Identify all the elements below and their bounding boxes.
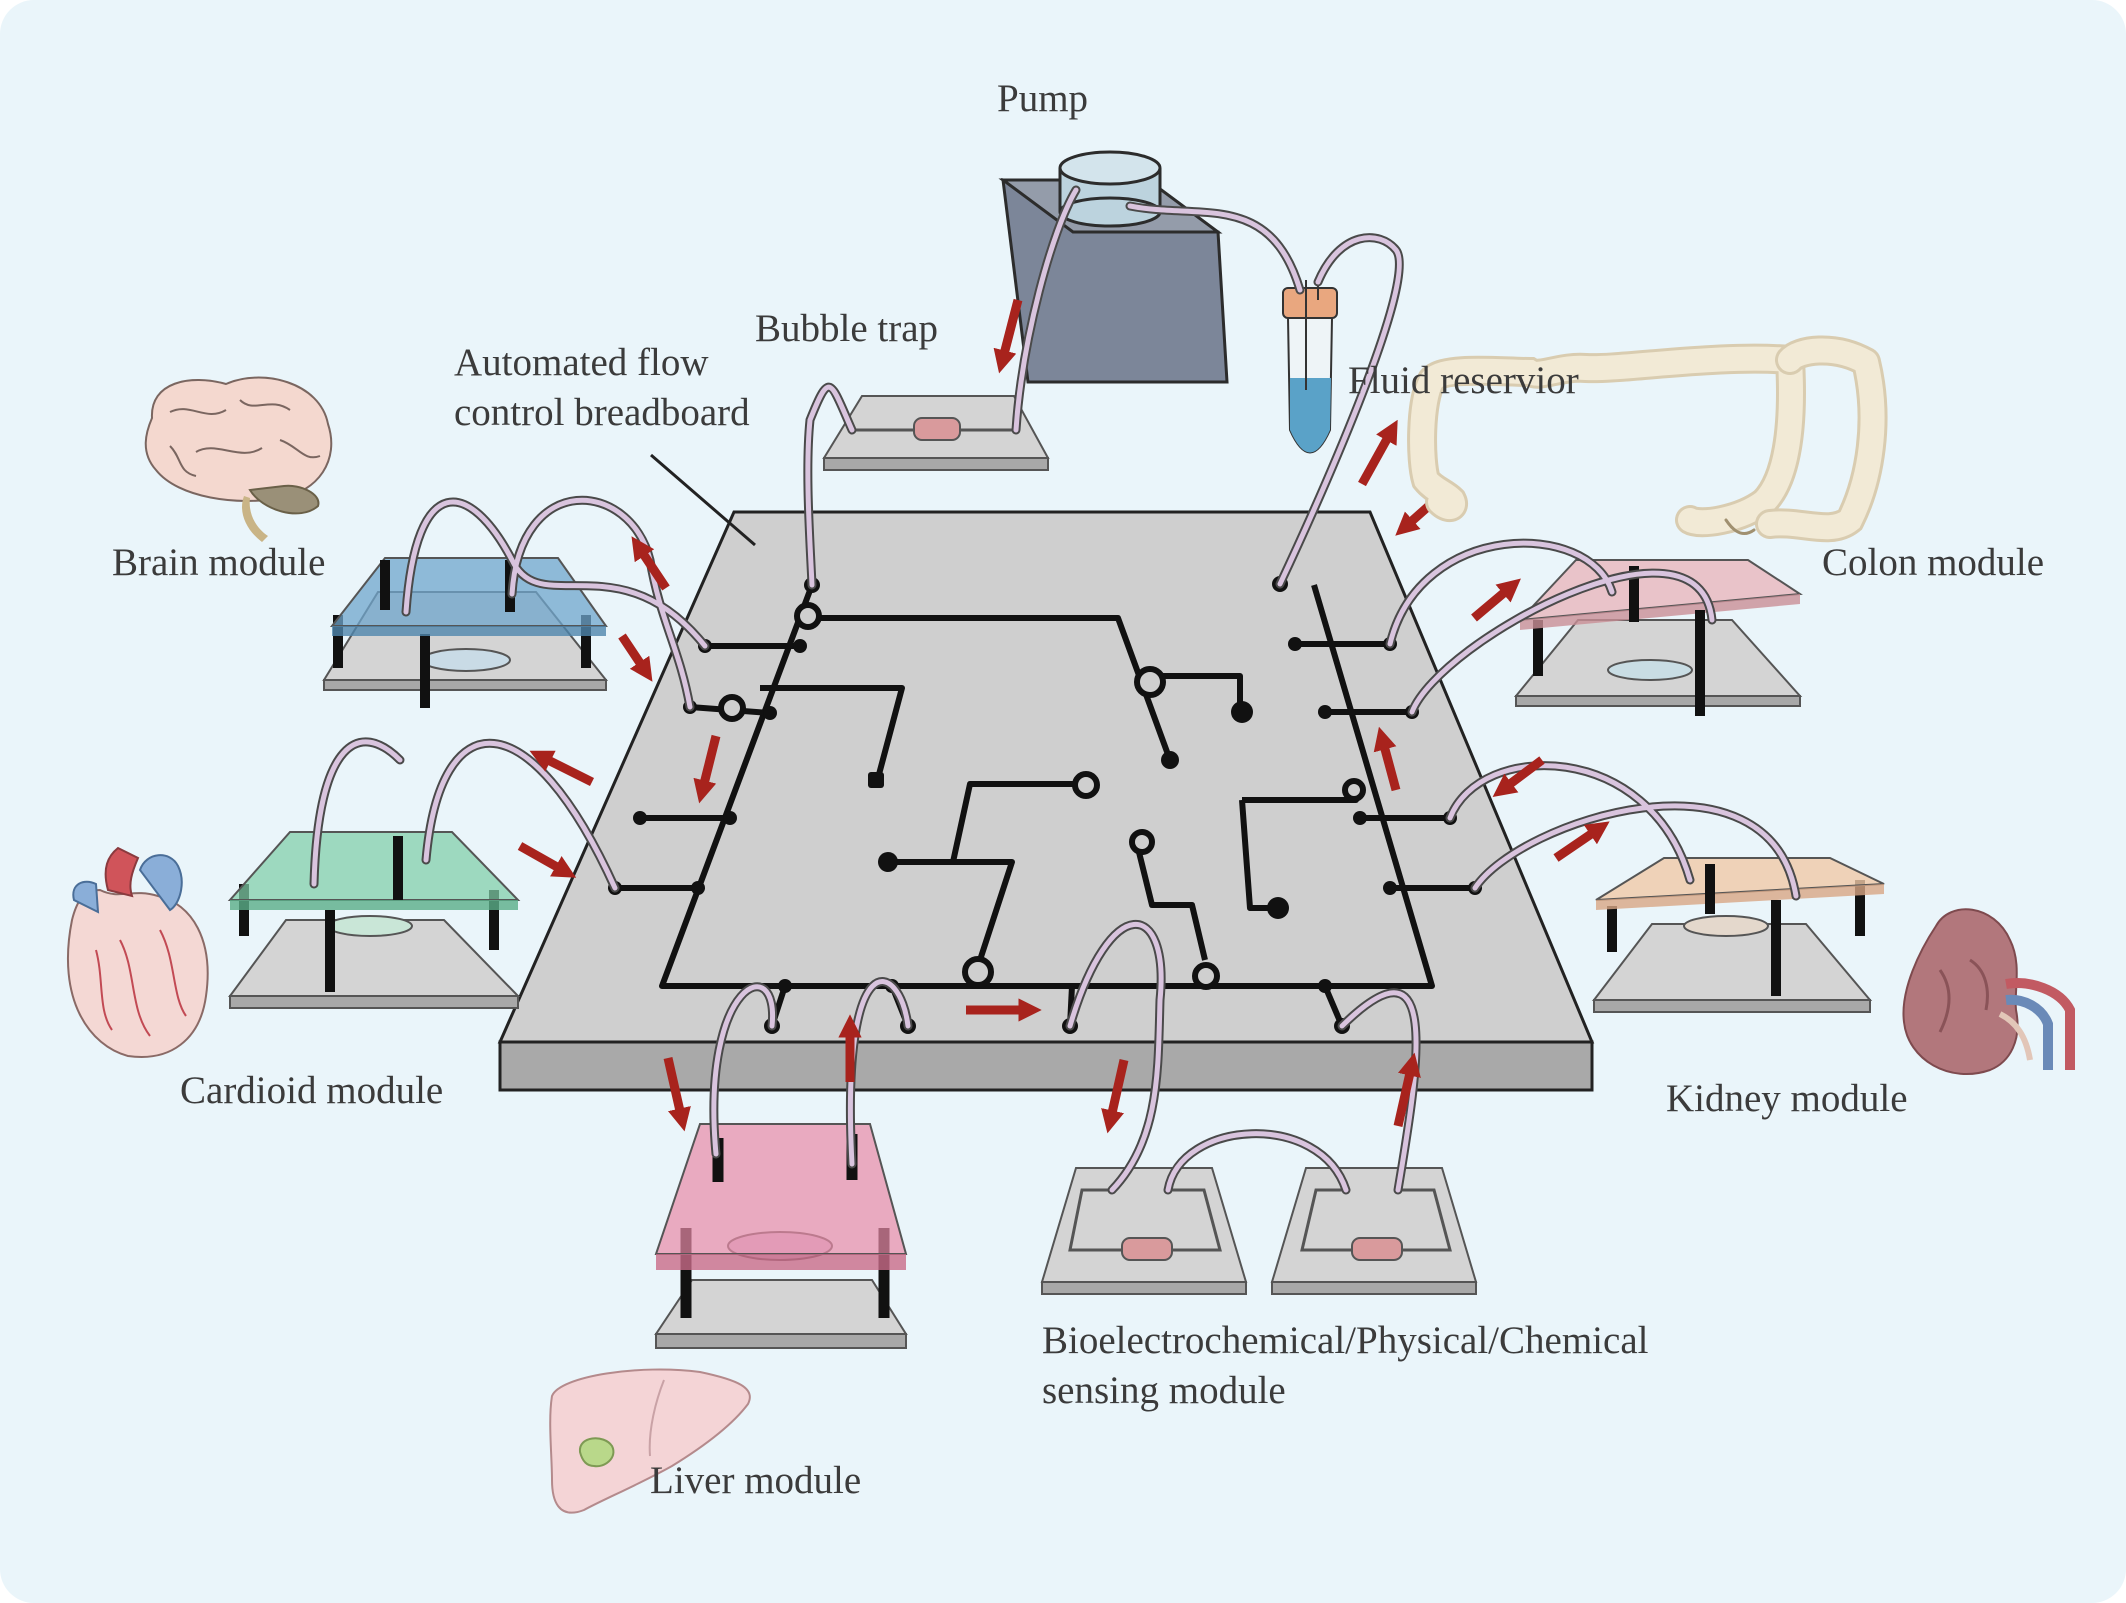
sensing-label-line-2: sensing module	[1042, 1369, 1286, 1412]
circuit-loops	[718, 602, 1366, 990]
sensing-chip-2	[1270, 1167, 1478, 1295]
kidney-chip	[1591, 857, 1885, 1013]
cardioid-module-label: Cardioid module	[180, 1069, 444, 1112]
liver-module-label: Liver module	[650, 1459, 862, 1502]
liver-chip	[654, 1123, 908, 1349]
kidney-icon	[1902, 908, 2075, 1075]
kidney-module-label: Kidney module	[1666, 1077, 1908, 1120]
brain-icon	[144, 376, 333, 542]
bubble-trap-label: Bubble trap	[755, 307, 939, 350]
breadboard	[497, 453, 1595, 1092]
breadboard-label-line-2: control breadboard	[454, 391, 750, 434]
colon-icon	[1407, 335, 1888, 543]
fluid-reservoir	[1282, 280, 1338, 454]
tubing	[309, 185, 1801, 1195]
fluid-reservoir-label: Fluid reservior	[1348, 359, 1579, 402]
heart-icon	[67, 846, 209, 1058]
circuit-traces	[615, 583, 1475, 1028]
colon-chip	[1513, 559, 1803, 716]
bubble-trap	[822, 395, 1050, 471]
breadboard-label-line-1: Automated flow	[454, 341, 709, 384]
pump	[998, 150, 1229, 384]
brain-chip	[322, 557, 609, 708]
pump-label: Pump	[997, 77, 1089, 120]
brain-module-label: Brain module	[112, 541, 326, 584]
sensing-label-line-1: Bioelectrochemical/Physical/Chemical	[1042, 1319, 1649, 1362]
sensing-chip-1	[1040, 1167, 1248, 1295]
cardioid-chip	[227, 831, 521, 1009]
colon-module-label: Colon module	[1822, 541, 2045, 584]
liver-icon	[549, 1368, 751, 1514]
